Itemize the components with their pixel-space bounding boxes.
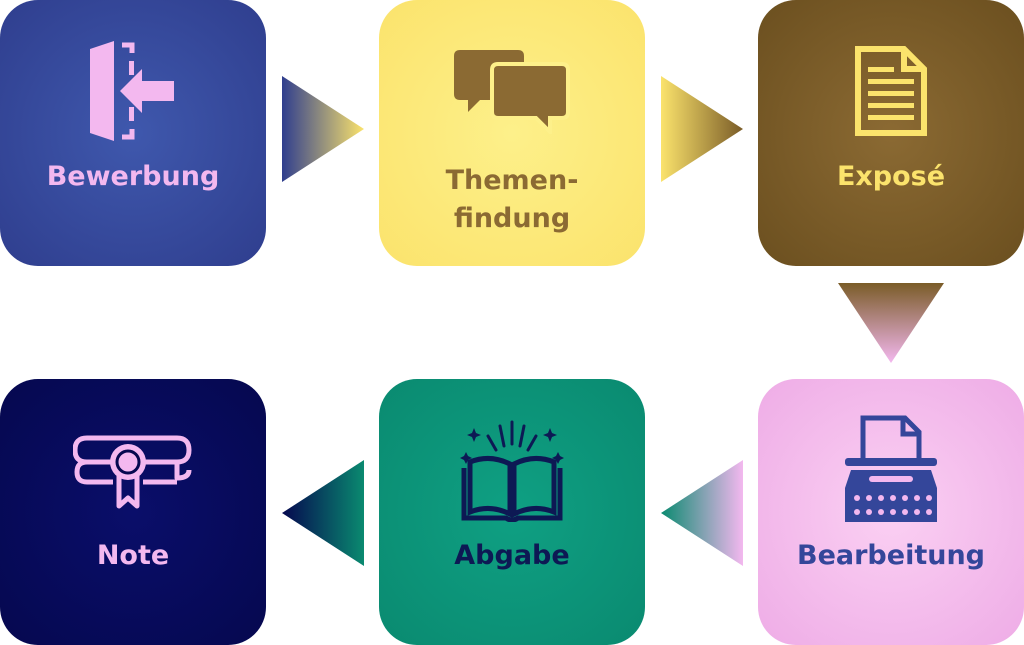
- arrow-left-2: [282, 460, 364, 566]
- chat-bubbles-icon: [447, 36, 577, 146]
- arrow-down: [838, 283, 944, 363]
- step-bewerbung: Bewerbung: [0, 0, 266, 266]
- step-themenfindung: Themen- findung: [379, 0, 645, 266]
- step-label: Abgabe: [454, 540, 570, 571]
- open-book-icon: [447, 415, 577, 525]
- typewriter-icon: [826, 415, 956, 525]
- document-icon: [826, 36, 956, 146]
- step-label: Exposé: [836, 161, 946, 192]
- sign-in-icon: [68, 36, 198, 146]
- arrow-right-1: [282, 76, 364, 182]
- step-label: Themen- findung: [445, 165, 579, 234]
- step-label: Bewerbung: [46, 161, 220, 192]
- step-abgabe: Abgabe: [379, 379, 645, 645]
- step-note: Note: [0, 379, 266, 645]
- step-expose: Exposé: [758, 0, 1024, 266]
- step-label: Note: [96, 540, 170, 571]
- step-bearbeitung: Bearbeitung: [758, 379, 1024, 645]
- step-label: Bearbeitung: [797, 540, 985, 571]
- arrow-left-1: [661, 460, 743, 566]
- arrow-right-2: [661, 76, 743, 182]
- diploma-icon: [68, 415, 198, 525]
